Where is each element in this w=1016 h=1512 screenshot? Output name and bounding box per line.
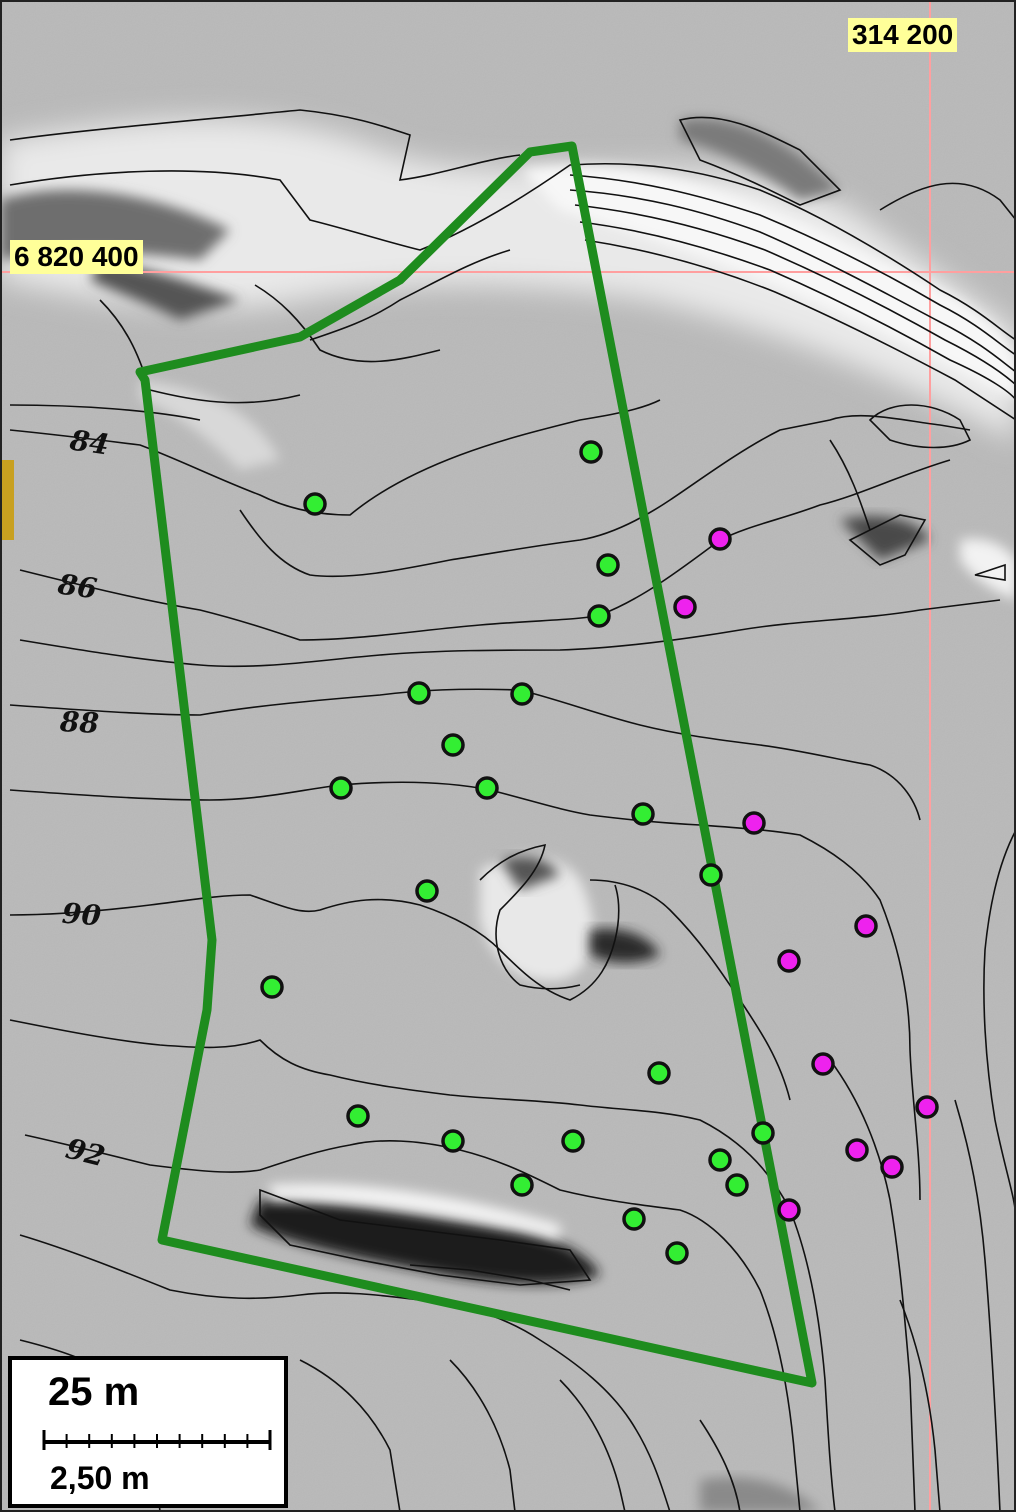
sample-point[interactable] (510, 682, 534, 706)
contour-lines (9, 109, 1016, 1512)
hillshade-terrain (0, 118, 1016, 1512)
sample-point[interactable] (708, 1148, 732, 1172)
sample-point[interactable] (751, 1121, 775, 1145)
sample-point-outside[interactable] (880, 1155, 904, 1179)
sample-point[interactable] (329, 776, 353, 800)
sample-points-inside (260, 440, 775, 1265)
sample-point[interactable] (725, 1173, 749, 1197)
sample-point[interactable] (441, 1129, 465, 1153)
sample-point-outside[interactable] (777, 1198, 801, 1222)
easting-label: 314 200 (848, 18, 958, 52)
sample-point-outside[interactable] (915, 1095, 939, 1119)
sample-point-outside[interactable] (742, 811, 766, 835)
contour-label-86: 86 (55, 567, 100, 606)
sample-point[interactable] (415, 879, 439, 903)
contour-label-88: 88 (59, 705, 100, 740)
sample-point-outside[interactable] (777, 949, 801, 973)
sample-point[interactable] (699, 863, 723, 887)
sample-point-outside[interactable] (811, 1052, 835, 1076)
sample-point-outside[interactable] (708, 527, 732, 551)
scale-bar: 25 m 2,50 m (8, 1356, 288, 1508)
sample-point-outside[interactable] (673, 595, 697, 619)
sample-point[interactable] (622, 1207, 646, 1231)
sample-point[interactable] (441, 733, 465, 757)
northing-label: 6 820 400 (10, 240, 143, 274)
survey-boundary[interactable] (135, 141, 817, 1388)
scale-bar-ruler (42, 1430, 272, 1450)
sample-point[interactable] (510, 1173, 534, 1197)
sample-point[interactable] (665, 1241, 689, 1265)
sample-point[interactable] (407, 681, 431, 705)
sample-point[interactable] (561, 1129, 585, 1153)
sample-point[interactable] (475, 776, 499, 800)
scale-bar-main-label: 25 m (48, 1370, 140, 1414)
sample-point[interactable] (631, 802, 655, 826)
sample-points-outside (673, 527, 939, 1222)
scale-bar-sub-label: 2,50 m (50, 1460, 150, 1496)
sample-point[interactable] (260, 975, 284, 999)
sample-point[interactable] (346, 1104, 370, 1128)
sample-point-outside[interactable] (845, 1138, 869, 1162)
sample-point[interactable] (647, 1061, 671, 1085)
contour-label-90: 90 (60, 896, 103, 933)
sample-point[interactable] (303, 492, 327, 516)
contour-label-84: 84 (67, 423, 112, 462)
sample-point[interactable] (579, 440, 603, 464)
sample-point[interactable] (587, 604, 611, 628)
sample-point-outside[interactable] (854, 914, 878, 938)
sample-point[interactable] (596, 553, 620, 577)
